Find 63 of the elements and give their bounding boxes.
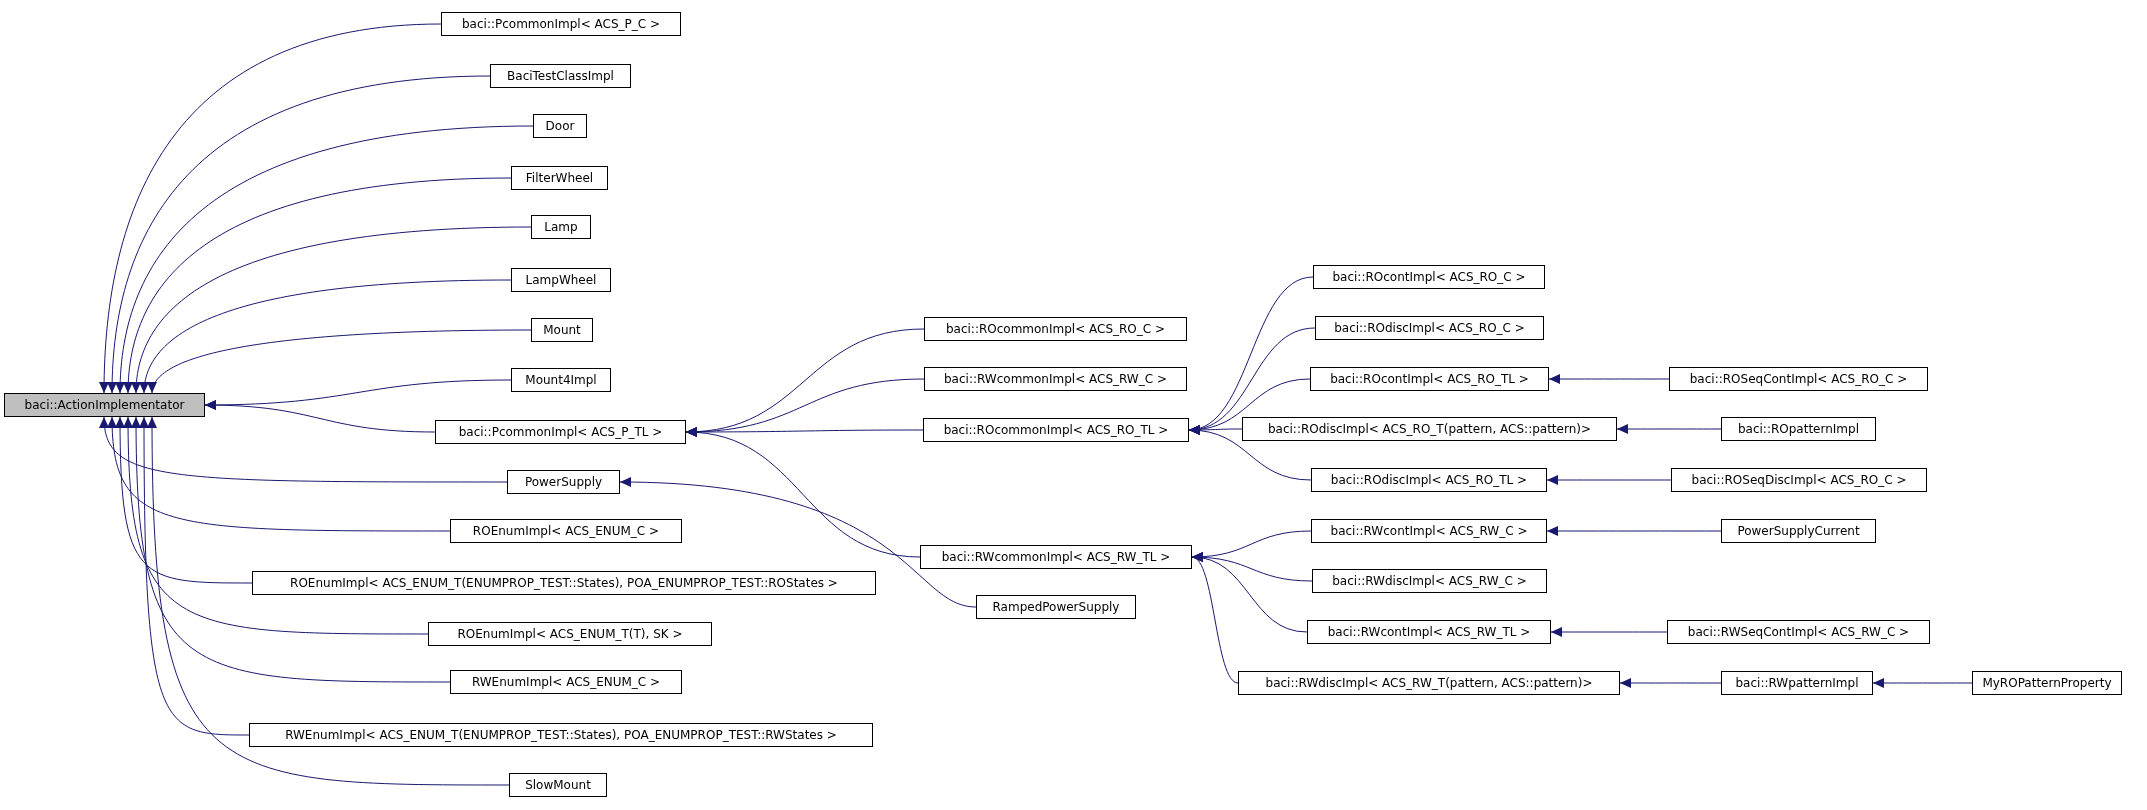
class-box: baci::RWcommonImpl< ACS_RW_C >: [924, 367, 1187, 391]
class-box: baci::ROpatternImpl: [1721, 417, 1876, 441]
inheritance-arrow: [1546, 475, 1672, 485]
class-box: baci::RWdiscImpl< ACS_RW_T(pattern, ACS::pattern)>: [1238, 671, 1620, 695]
class-box: FilterWheel: [511, 166, 608, 190]
class-box: RWEnumImpl< ACS_ENUM_T(ENUMPROP_TEST::States), POA_ENUMPROP_TEST::RWStates >: [249, 723, 873, 747]
class-box: SlowMount: [509, 773, 607, 797]
inheritance-arrow: [99, 23, 442, 394]
class-box: baci::ROcommonImpl< ACS_RO_C >: [924, 317, 1187, 341]
inheritance-arrow: [1548, 374, 1670, 384]
class-box: baci::ROdiscImpl< ACS_RO_C >: [1315, 316, 1544, 340]
class-box: baci::RWcontImpl< ACS_RW_TL >: [1307, 620, 1551, 644]
class-box: ROEnumImpl< ACS_ENUM_T(ENUMPROP_TEST::States), POA_ENUMPROP_TEST::ROStates >: [252, 571, 876, 595]
class-box: BaciTestClassImpl: [490, 64, 631, 88]
inheritance-arrow: [1872, 678, 1973, 688]
inheritance-arrow: [140, 279, 512, 394]
class-box: Mount: [531, 318, 593, 342]
class-box: baci::ROcommonImpl< ACS_RO_TL >: [923, 418, 1189, 442]
inheritance-arrow: [1616, 424, 1722, 434]
inheritance-arrow: [123, 177, 512, 394]
class-box: baci::ROdiscImpl< ACS_RO_T(pattern, ACS::pattern)>: [1242, 417, 1617, 441]
inheritance-arrow: [123, 416, 429, 635]
class-box: ROEnumImpl< ACS_ENUM_T(T), SK >: [428, 622, 712, 646]
class-box: baci::PcommonImpl< ACS_P_TL >: [435, 420, 686, 444]
class-box: baci::ROcontImpl< ACS_RO_TL >: [1310, 367, 1549, 391]
class-box: ROEnumImpl< ACS_ENUM_C >: [450, 519, 682, 543]
inheritance-arrow: [107, 75, 491, 394]
class-box: RampedPowerSupply: [976, 595, 1136, 619]
class-box: PowerSupply: [507, 470, 620, 494]
class-box: baci::ROSeqDiscImpl< ACS_RO_C >: [1671, 468, 1927, 492]
inheritance-arrow: [131, 416, 451, 683]
class-box: RWEnumImpl< ACS_ENUM_C >: [450, 670, 682, 694]
class-box: MyROPatternProperty: [1972, 671, 2122, 695]
class-box: baci::ActionImplementator: [4, 393, 205, 417]
class-box: baci::RWdiscImpl< ACS_RW_C >: [1312, 569, 1547, 593]
class-box: baci::RWpatternImpl: [1721, 671, 1873, 695]
inheritance-arrow: [115, 125, 534, 394]
class-box: Door: [533, 114, 587, 138]
inheritance-arrow: [685, 428, 921, 558]
inheritance-arrow: [204, 400, 436, 433]
inheritance-arrow: [131, 226, 532, 394]
inheritance-arrow: [149, 329, 532, 394]
inheritance-arrow: [1188, 425, 1312, 481]
class-box: Mount4Impl: [511, 368, 611, 392]
class-box: PowerSupplyCurrent: [1721, 519, 1876, 543]
class-box: LampWheel: [511, 268, 611, 292]
class-box: baci::RWcontImpl< ACS_RW_C >: [1311, 519, 1547, 543]
inheritance-arrow: [115, 416, 253, 584]
inheritance-arrow: [619, 477, 977, 608]
inheritance-arrow: [139, 416, 250, 736]
inheritance-arrow: [1619, 678, 1722, 688]
inheritance-arrow: [147, 416, 510, 786]
class-box: baci::ROdiscImpl< ACS_RO_TL >: [1311, 468, 1547, 492]
class-box: baci::ROcontImpl< ACS_RO_C >: [1313, 265, 1545, 289]
class-box: baci::ROSeqContImpl< ACS_RO_C >: [1669, 367, 1928, 391]
class-box: baci::RWSeqContImpl< ACS_RW_C >: [1667, 620, 1930, 644]
class-box: baci::PcommonImpl< ACS_P_C >: [441, 12, 681, 36]
class-box: baci::RWcommonImpl< ACS_RW_TL >: [920, 545, 1192, 569]
inheritance-arrow: [100, 416, 508, 483]
inheritance-arrow: [107, 416, 451, 532]
inheritance-arrow: [1550, 627, 1668, 637]
inheritance-arrow: [1546, 526, 1722, 536]
class-box: Lamp: [531, 215, 591, 239]
